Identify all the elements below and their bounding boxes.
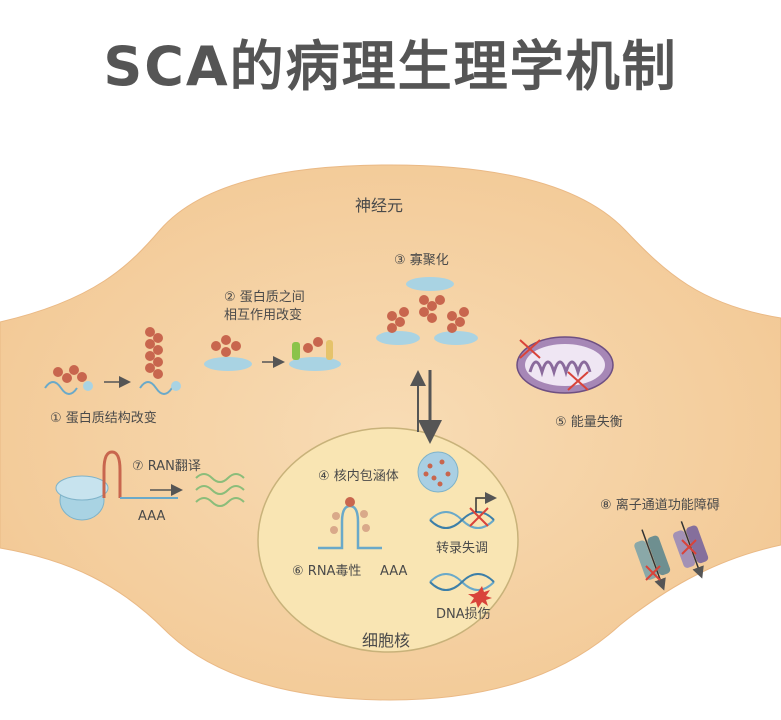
dna-damage-graphic	[429, 573, 495, 608]
cross-icon	[567, 371, 589, 391]
ran-translation-graphic	[55, 450, 245, 521]
mechanism-3-label: ③ 寡聚化	[394, 253, 449, 268]
cross-icon	[519, 339, 541, 359]
neuron-label: 神经元	[355, 196, 404, 215]
mechanism-6-label: ⑥ RNA毒性	[292, 564, 362, 579]
ion-channel-graphic	[634, 521, 709, 591]
mechanism-7-label: ⑦ RAN翻译	[132, 459, 201, 474]
dna-damage-label: DNA损伤	[436, 607, 491, 622]
oligomerization-graphic	[376, 277, 478, 345]
mechanism-1-label: ① 蛋白质结构改变	[50, 411, 157, 426]
nucleus-label: 细胞核	[362, 631, 411, 650]
rna-toxicity-graphic	[318, 497, 382, 550]
transcription-label: 转录失调	[436, 541, 489, 556]
cross-icon	[645, 565, 661, 581]
mechanism-8-label: ⑧ 离子通道功能障碍	[600, 498, 720, 513]
mechanism-7-tail-label: AAA	[138, 509, 166, 524]
cross-icon	[681, 539, 697, 555]
mechanism-6-tail-label: AAA	[380, 564, 408, 579]
mitochondrion-graphic	[516, 336, 614, 394]
page-title: SCA的病理生理学机制	[103, 35, 678, 98]
mechanism-5-label: ⑤ 能量失衡	[555, 415, 623, 430]
protein-interaction-graphic	[204, 335, 341, 371]
transcription-graphic	[429, 492, 497, 529]
cross-icon	[469, 507, 489, 527]
burst-icon	[468, 586, 492, 608]
nuclear-inclusion-graphic	[417, 451, 459, 493]
mechanism-2-label-line1: ② 蛋白质之间	[224, 290, 305, 305]
mechanism-2-label-line2: 相互作用改变	[224, 308, 303, 323]
protein-structure-change-graphic	[44, 327, 181, 395]
mechanism-4-label: ④ 核内包涵体	[318, 469, 399, 484]
